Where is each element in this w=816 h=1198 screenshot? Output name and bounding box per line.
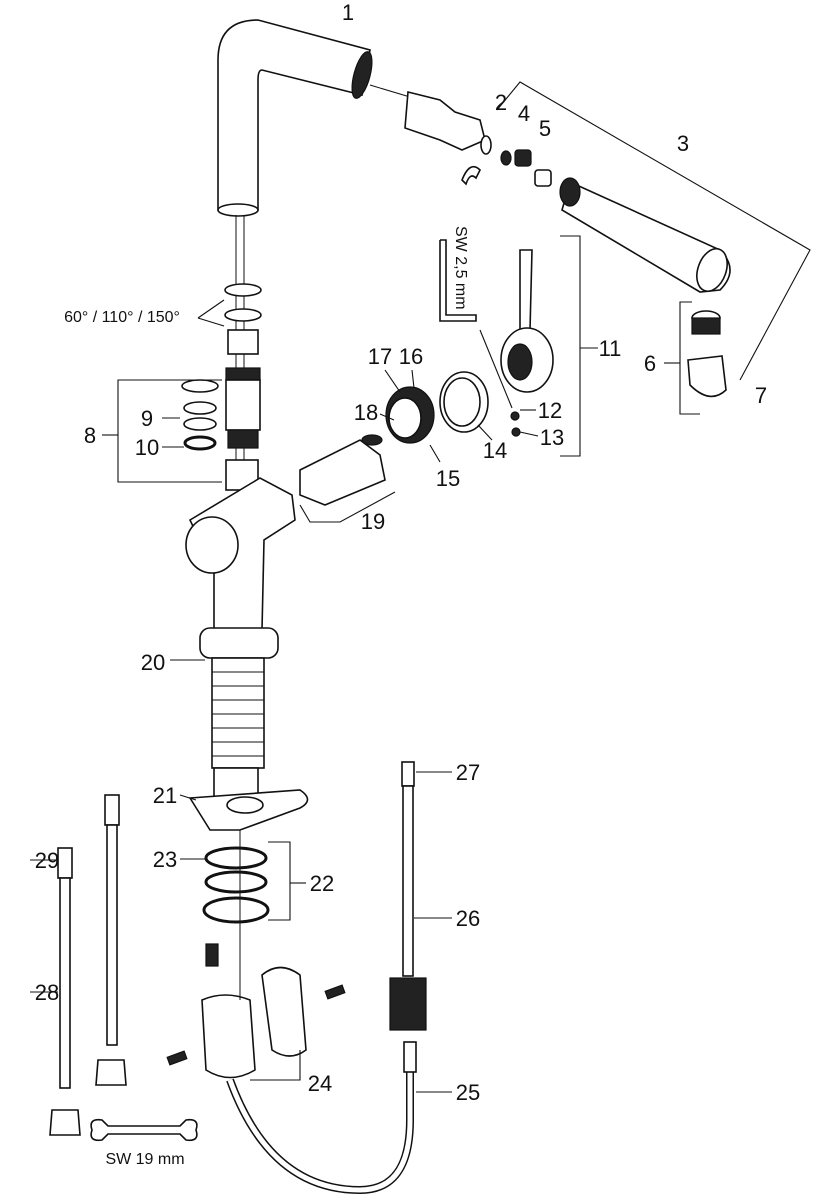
mounting-plate-part-21: [179, 767, 309, 831]
wrench-size-annotation: SW 19 mm: [105, 1151, 184, 1168]
nut-set-part-22: [202, 841, 306, 924]
handle-part-11: [479, 235, 598, 457]
part-label-8: 8: [84, 423, 96, 448]
part-label-9: 9: [141, 406, 153, 431]
part-label-24: 24: [308, 1071, 332, 1096]
part-label-1: 1: [342, 0, 354, 25]
screw-parts: [166, 943, 346, 1066]
part-label-22: 22: [310, 871, 334, 896]
part-label-10: 10: [135, 435, 159, 460]
part-label-25: 25: [456, 1080, 480, 1105]
weight-part-24: [201, 830, 307, 1081]
ring-part-16-17: [379, 369, 441, 463]
part-label-16: 16: [399, 344, 423, 369]
supply-hose-part-28: [30, 794, 127, 1136]
faucet-body: [170, 477, 296, 769]
insert-part-5: [514, 149, 552, 187]
part-label-13: 13: [540, 425, 564, 450]
hex-key-size-annotation: SW 2,5 mm: [452, 226, 469, 310]
part-label-29: 29: [35, 848, 59, 873]
part-label-23: 23: [153, 847, 177, 872]
part-label-17: 17: [368, 344, 392, 369]
seal-part-4: [500, 150, 512, 166]
part-label-18: 18: [354, 400, 378, 425]
part-label-19: 19: [361, 509, 385, 534]
part-label-20: 20: [141, 650, 165, 675]
aerator-part-6: [691, 310, 721, 335]
cover-part-14: [439, 371, 493, 441]
part-label-21: 21: [153, 783, 177, 808]
part-labels: 1 2 3 4 5 6 7 8 9 10 11 12 13 14 15 16 1…: [35, 0, 767, 1168]
part-label-4: 4: [518, 101, 530, 126]
part-label-2: 2: [495, 90, 507, 115]
wrench-icon: [90, 1118, 198, 1142]
cartridge-part-19: [299, 434, 396, 523]
hex-key-icon: [439, 239, 477, 322]
part-label-3: 3: [677, 131, 689, 156]
angle-annotation: 60° / 110° / 150°: [64, 309, 180, 326]
supply-hose-part-26: [389, 761, 452, 1031]
part-label-14: 14: [483, 438, 507, 463]
washer-part-23: [180, 846, 268, 870]
part-label-11: 11: [599, 336, 622, 361]
connector-part-2: [404, 90, 492, 186]
part-label-28: 28: [35, 980, 59, 1005]
part-label-6: 6: [644, 351, 656, 376]
part-label-7: 7: [755, 383, 767, 408]
ring-set-part-8: [102, 379, 222, 483]
part-label-12: 12: [538, 398, 562, 423]
part-label-27: 27: [456, 760, 480, 785]
part-label-15: 15: [436, 466, 460, 491]
spray-head-part-3: [496, 81, 811, 381]
part-label-5: 5: [539, 116, 551, 141]
part-label-26: 26: [456, 906, 480, 931]
hose-part-25: [226, 1041, 452, 1195]
aerator-holder-part-7: [664, 301, 727, 415]
